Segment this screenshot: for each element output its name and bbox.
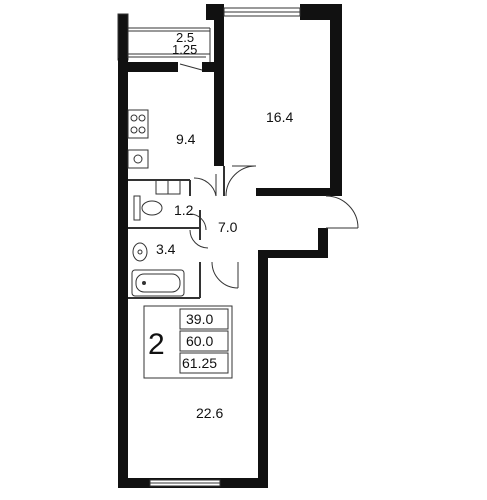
balcony — [117, 13, 211, 71]
kitchen-area-label: 9.4 — [176, 131, 196, 147]
partitions — [128, 166, 225, 299]
kitchen-fixtures — [127, 109, 181, 195]
total-area-with-balcony-value: 61.25 — [182, 355, 217, 371]
hall-area-label: 7.0 — [218, 219, 238, 235]
walls — [118, 4, 342, 488]
area-summary-box: 2 39.0 60.0 61.25 — [143, 305, 233, 379]
wc-area-label: 1.2 — [174, 202, 194, 218]
total-area-value: 60.0 — [186, 333, 213, 349]
wc-fixtures — [133, 195, 163, 221]
bath-fixtures — [131, 242, 185, 297]
balcony-area-label: 2.5 — [176, 30, 194, 45]
bedroom-area-label: 16.4 — [266, 109, 293, 125]
bathroom-area-label: 3.4 — [156, 241, 176, 257]
rooms-count: 2 — [148, 328, 165, 361]
balcony-area-label-secondary: 1.25 — [172, 42, 197, 57]
doors — [189, 165, 359, 289]
living-area-value: 39.0 — [186, 311, 213, 327]
living-room-area-label: 22.6 — [196, 405, 223, 421]
windows — [149, 7, 301, 487]
